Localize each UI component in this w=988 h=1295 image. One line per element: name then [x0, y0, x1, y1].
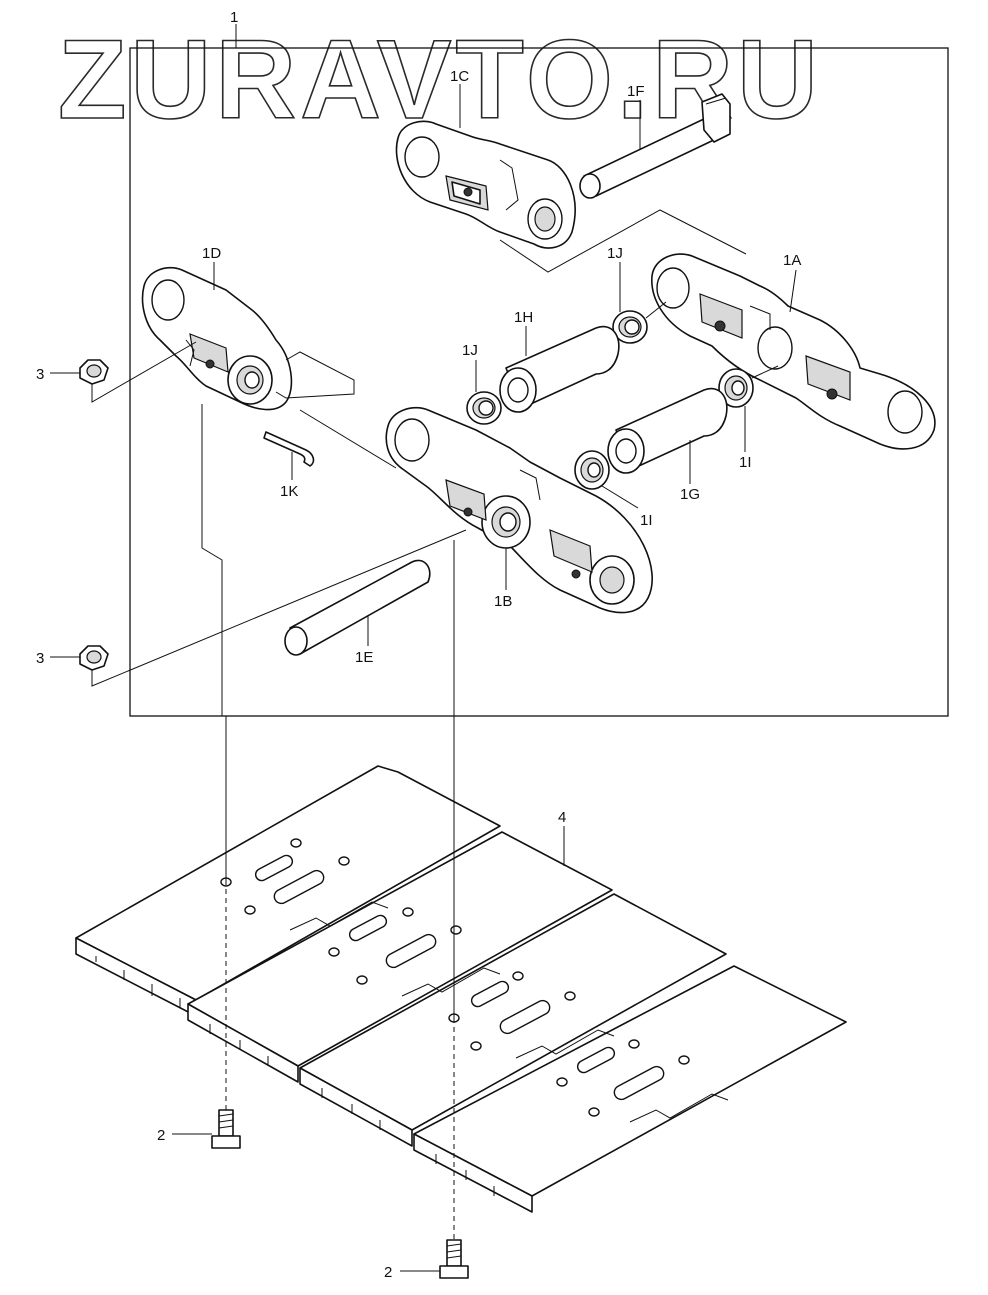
label-1k: 1K [280, 483, 298, 500]
label-1i-left: 1I [640, 512, 653, 529]
label-3-top: 3 [36, 366, 44, 383]
label-1h: 1H [514, 309, 533, 326]
nut-3-bottom [79, 645, 109, 671]
link-1b [385, 406, 653, 614]
seal-1i-right [718, 368, 754, 408]
label-1g: 1G [680, 486, 700, 503]
label-1i-right: 1I [739, 454, 752, 471]
link-1c [395, 120, 576, 249]
label-3-bottom: 3 [36, 650, 44, 667]
pin-1e [284, 559, 431, 656]
label-1c: 1C [450, 68, 469, 85]
pin-1f [579, 93, 731, 199]
watermark-text: ZURAVTO.RU [58, 17, 822, 142]
pin-1k [263, 431, 315, 467]
bolt-2-bottom [439, 1239, 469, 1279]
label-1a: 1A [783, 252, 801, 269]
link-1a [651, 253, 936, 450]
track-shoes-4 [75, 765, 847, 1213]
link-1d [141, 266, 293, 411]
label-1f: 1F [627, 83, 645, 100]
assembly-frame [129, 47, 949, 717]
bushing-1h [499, 325, 620, 413]
label-1j-left: 1J [462, 342, 478, 359]
label-1: 1 [230, 9, 238, 26]
bushing-1g [607, 387, 728, 474]
label-2-top: 2 [157, 1127, 165, 1144]
seal-1j-top [612, 310, 648, 344]
label-2-bottom: 2 [384, 1264, 392, 1281]
nut-3-top [79, 359, 109, 385]
seal-1i-left [574, 450, 610, 490]
label-1e: 1E [355, 649, 373, 666]
bolt-2-top [211, 1109, 241, 1149]
label-4: 4 [558, 809, 566, 826]
label-1b: 1B [494, 593, 512, 610]
label-1d: 1D [202, 245, 221, 262]
seal-1j-left [466, 391, 502, 425]
label-1j-top: 1J [607, 245, 623, 262]
